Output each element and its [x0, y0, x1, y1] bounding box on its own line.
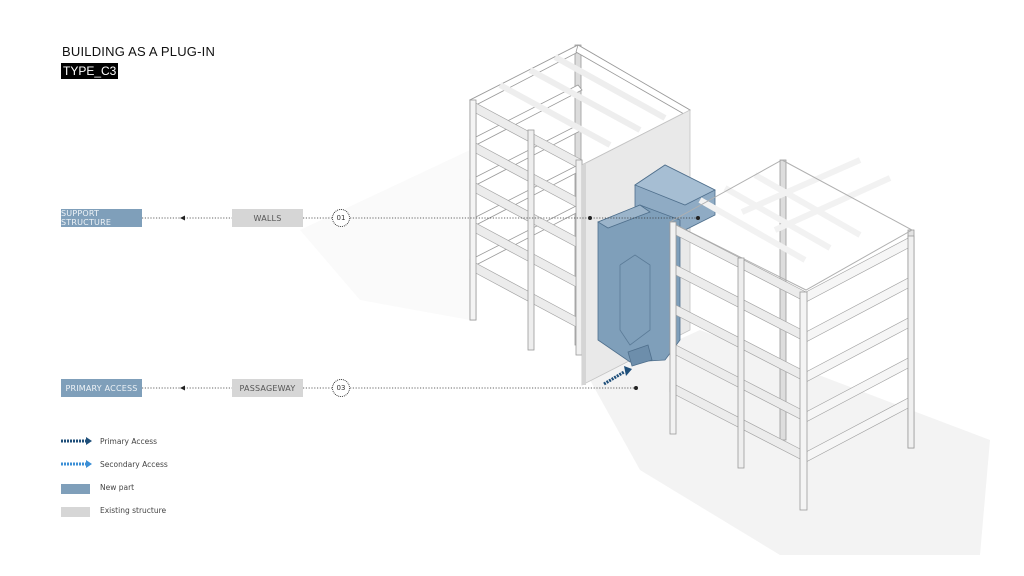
page-title: BUILDING AS A PLUG-IN	[62, 44, 216, 59]
legend-label-primary-access: Primary Access	[100, 437, 158, 446]
callout-number-03: 03	[332, 379, 350, 397]
support-structure-label: SUPPORT STRUCTURE	[61, 209, 142, 227]
leader-endpoints	[180, 215, 700, 391]
walls-label: WALLS	[232, 209, 303, 227]
primary-access-arrow	[603, 366, 632, 386]
legend-label-secondary-access: Secondary Access	[100, 460, 168, 469]
primary-access-arrow-icon	[61, 437, 92, 445]
type-label: TYPE_C3	[61, 63, 119, 79]
plug-in-module	[597, 164, 716, 367]
callout-number-01: 01	[332, 209, 350, 227]
passageway-label: PASSAGEWAY	[232, 379, 303, 397]
left-frame	[468, 44, 692, 356]
ground-shadow	[300, 150, 990, 555]
existing-structure-swatch	[61, 507, 90, 517]
right-frame	[668, 157, 915, 511]
legend-label-existing-structure: Existing structure	[100, 506, 167, 515]
legend-label-new-part: New part	[100, 483, 135, 492]
secondary-access-arrow-icon	[61, 460, 92, 468]
primary-access-label: PRIMARY ACCESS	[61, 379, 142, 397]
leader-lines	[142, 217, 698, 389]
new-part-swatch	[61, 484, 90, 494]
